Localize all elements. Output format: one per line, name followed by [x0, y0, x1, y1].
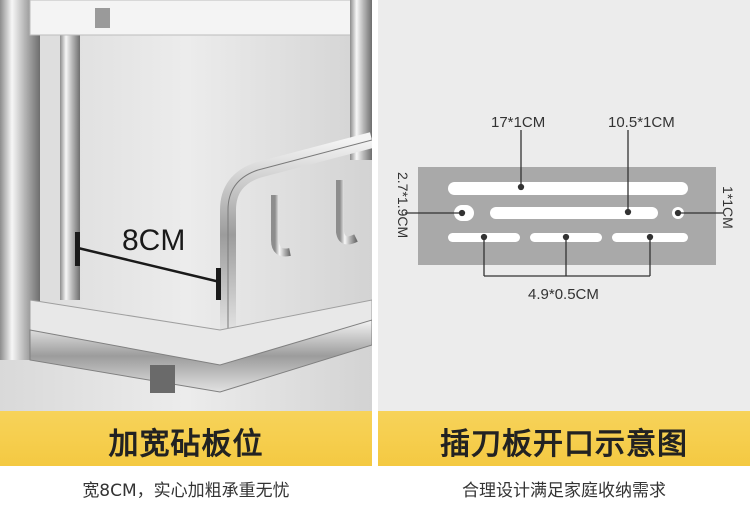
dim-label-2-7x1-9: 2.7*1.9CM: [395, 172, 411, 238]
right-banner: 插刀板开口示意图: [378, 411, 750, 511]
measure-line: [77, 246, 221, 284]
right-subtitle-text: 合理设计满足家庭收纳需求: [462, 481, 666, 501]
measure-tick-left: [75, 232, 80, 266]
long-slot: [448, 182, 688, 195]
knife-slot-diagram: 17*1CM 10.5*1CM 4.9*0.5CM 2.7*1.9CM 1*1C…: [378, 0, 750, 411]
dim-label-1x1: 1*1CM: [720, 186, 736, 229]
left-banner-title: 加宽砧板位: [108, 427, 264, 462]
right-panel: 17*1CM 10.5*1CM 4.9*0.5CM 2.7*1.9CM 1*1C…: [378, 0, 750, 511]
dim-label-10-5x1: 10.5*1CM: [608, 114, 675, 131]
left-subtitle-text: 宽8CM，实心加粗承重无忧: [82, 481, 290, 501]
right-subtitle-band: 合理设计满足家庭收纳需求: [378, 466, 750, 511]
dim-label-4-9x0-5: 4.9*0.5CM: [528, 286, 599, 303]
measure-tick-right: [216, 268, 221, 300]
measure-label: 8CM: [122, 224, 185, 257]
left-subtitle-band: 宽8CM，实心加粗承重无忧: [0, 466, 372, 511]
rack-photo: 8CM: [0, 0, 372, 411]
dim-label-17x1: 17*1CM: [491, 114, 545, 131]
panel-divider: [372, 0, 378, 511]
middle-slot: [490, 207, 658, 219]
right-banner-title: 插刀板开口示意图: [440, 427, 688, 462]
left-panel: 8CM 加宽砧板位 宽8CM，实心加粗承重无忧 宽8CM，实心加粗承重无忧: [0, 0, 372, 511]
